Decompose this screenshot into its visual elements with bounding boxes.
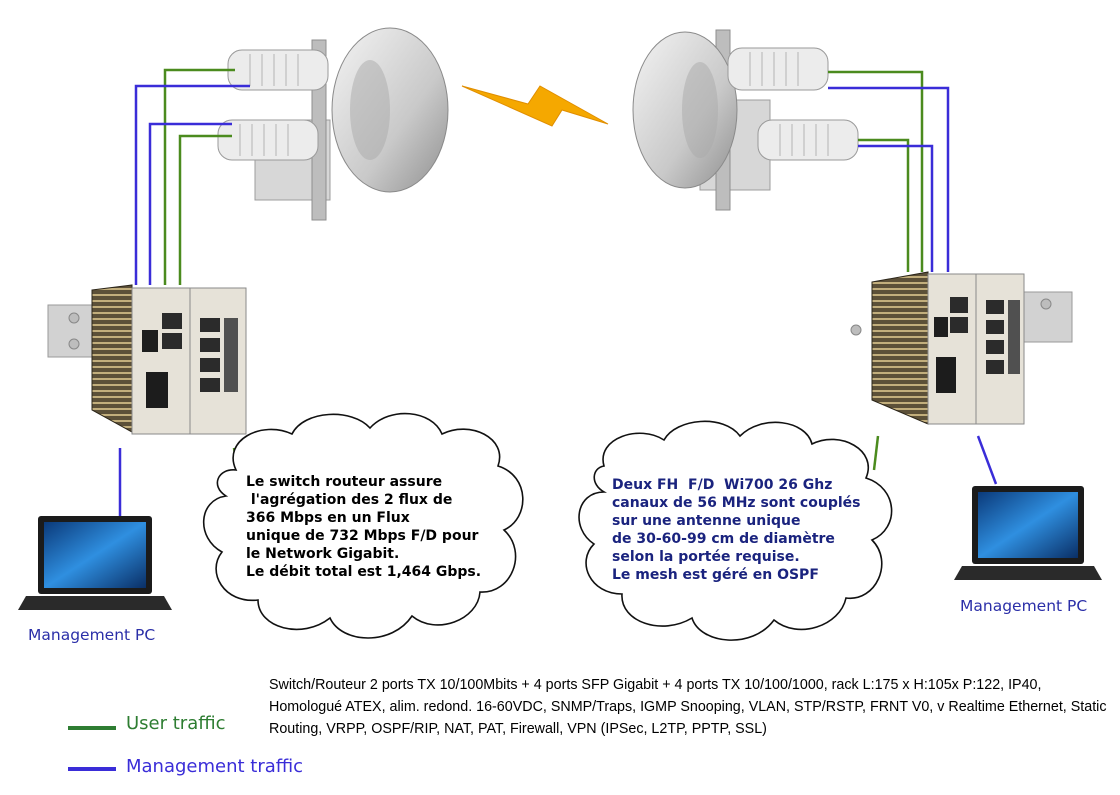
right-odu-lower-icon (757, 119, 859, 161)
left-cloud-line: 366 Mbps en un Flux (246, 510, 410, 526)
right-pc-label: Management PC (960, 597, 1088, 615)
left-cloud-line: Le débit total est 1,464 Gbps. (246, 564, 482, 580)
left-user-cable (163, 68, 235, 285)
legend-user-traffic-label: User traffic (126, 713, 226, 734)
left-mgmt-cable (134, 84, 250, 285)
right-pc-mgmt-cable (976, 435, 998, 485)
right-management-laptop-icon (954, 486, 1102, 580)
right-antenna-assembly (632, 29, 859, 211)
left-odu-upper-icon (227, 49, 329, 91)
left-pc-label: Management PC (28, 626, 156, 644)
legend-user-traffic-swatch (68, 726, 116, 730)
left-odu-lower-icon (217, 119, 319, 161)
left-switch-router-icon (47, 284, 247, 435)
right-cables (828, 70, 950, 272)
left-mgmt-cable-2 (148, 122, 232, 285)
right-switch-router-icon (850, 271, 1073, 425)
left-management-laptop-icon (18, 516, 172, 610)
right-cloud-line: sur une antenne unique (612, 513, 801, 529)
right-cloud-line: Deux FH F/D Wi700 26 Ghz (612, 477, 833, 493)
left-cloud-text: Le switch routeur assure l'agrégation de… (246, 473, 481, 581)
right-cloud-line: Le mesh est géré en OSPF (612, 567, 819, 583)
right-callout-cloud (578, 420, 893, 641)
right-user-cable (828, 70, 924, 272)
right-cloud-line: de 30-60-99 cm de diamètre (612, 531, 835, 547)
right-mgmt-cable (828, 86, 950, 272)
legend-management-traffic-swatch (68, 767, 116, 771)
right-cloud-text: Deux FH F/D Wi700 26 Ghz canaux de 56 MHz… (612, 476, 860, 584)
left-antenna-assembly (217, 27, 449, 221)
left-user-cable-2 (178, 134, 232, 285)
right-mgmt-cable-2 (858, 144, 934, 272)
left-cables (134, 68, 250, 285)
switch-specs-text: Switch/Routeur 2 ports TX 10/100Mbits + … (269, 677, 1107, 737)
right-user-cable-2 (858, 138, 910, 272)
wireless-link-lightning-icon (461, 85, 609, 127)
left-cloud-line: Le switch routeur assure (246, 474, 443, 490)
legend-management-traffic-label: Management traffic (126, 756, 304, 777)
left-cloud-line: le Network Gigabit. (246, 546, 400, 562)
right-user-cable-stub (872, 435, 880, 471)
left-callout-cloud (202, 412, 524, 639)
right-cloud-line: canaux de 56 MHz sont couplés (612, 495, 861, 511)
right-cloud-line: selon la portée requise. (612, 549, 800, 565)
right-odu-upper-icon (727, 47, 829, 91)
left-cloud-line: l'agrégation des 2 flux de (246, 492, 453, 508)
left-cloud-line: unique de 732 Mbps F/D pour (246, 528, 479, 544)
